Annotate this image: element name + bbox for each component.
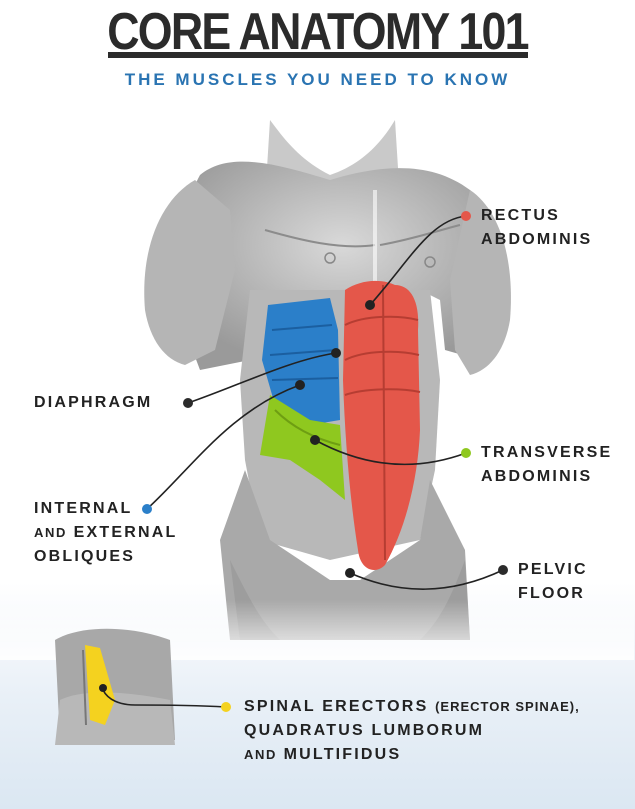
obliques-label-and: AND [34,525,67,540]
spinal-label-line2: QUADRATUS LUMBORUM [244,722,485,739]
spinal-label: SPINAL ERECTORS (ERECTOR SPINAE), QUADRA… [244,695,580,767]
obliques-dot [142,504,152,514]
rectus-label-line1: RECTUS [481,207,560,224]
obliques-leader [146,384,301,510]
obliques-label-line2: AND EXTERNAL [34,521,177,545]
diaphragm-label: DIAPHRAGM [34,391,152,415]
spinal-label-paren: (ERECTOR SPINAE), [435,699,580,714]
obliques-label: INTERNAL AND EXTERNAL OBLIQUES [34,497,177,569]
spinal-label-and: AND [244,747,277,762]
spinal-label-line1: SPINAL ERECTORS (ERECTOR SPINAE), [244,695,580,719]
pelvic-label: PELVIC FLOOR [518,558,588,606]
obliques-label-external: EXTERNAL [73,524,178,541]
rectus-label-line2: ABDOMINIS [481,231,593,248]
transverse-label-line2: ABDOMINIS [481,468,593,485]
page-subtitle: THE MUSCLES YOU NEED TO KNOW [124,70,511,89]
spinal-label-line3: AND MULTIFIDUS [244,743,580,767]
transverse-dot [461,448,471,458]
diaphragm-dot [183,398,193,408]
pelvic-label-line1: PELVIC [518,561,588,578]
pelvic-leader [349,569,504,590]
transverse-label-line1: TRANSVERSE [481,444,613,461]
spinal-label-multifidus: MULTIFIDUS [283,746,402,763]
obliques-label-line3: OBLIQUES [34,548,136,565]
pelvic-label-line2: FLOOR [518,585,585,602]
transverse-leader [314,439,467,466]
rectus-leader [369,215,467,306]
diaphragm-label-line1: DIAPHRAGM [34,394,153,411]
spinal-leader [102,689,227,708]
diaphragm-leader [187,352,337,404]
spinal-dot [221,702,231,712]
page-title: CORE ANATOMY 101 [107,3,529,61]
spinal-label-erectors: SPINAL ERECTORS [244,698,429,715]
spinal-inset [55,628,175,745]
transverse-label: TRANSVERSE ABDOMINIS [481,441,612,489]
rectus-muscle [343,280,420,570]
rectus-label: RECTUS ABDOMINIS [481,204,592,252]
title-underline [108,52,528,58]
rectus-dot [461,211,471,221]
obliques-label-line1: INTERNAL [34,500,133,517]
transverse-muscle [260,395,345,500]
pelvic-dot [498,565,508,575]
